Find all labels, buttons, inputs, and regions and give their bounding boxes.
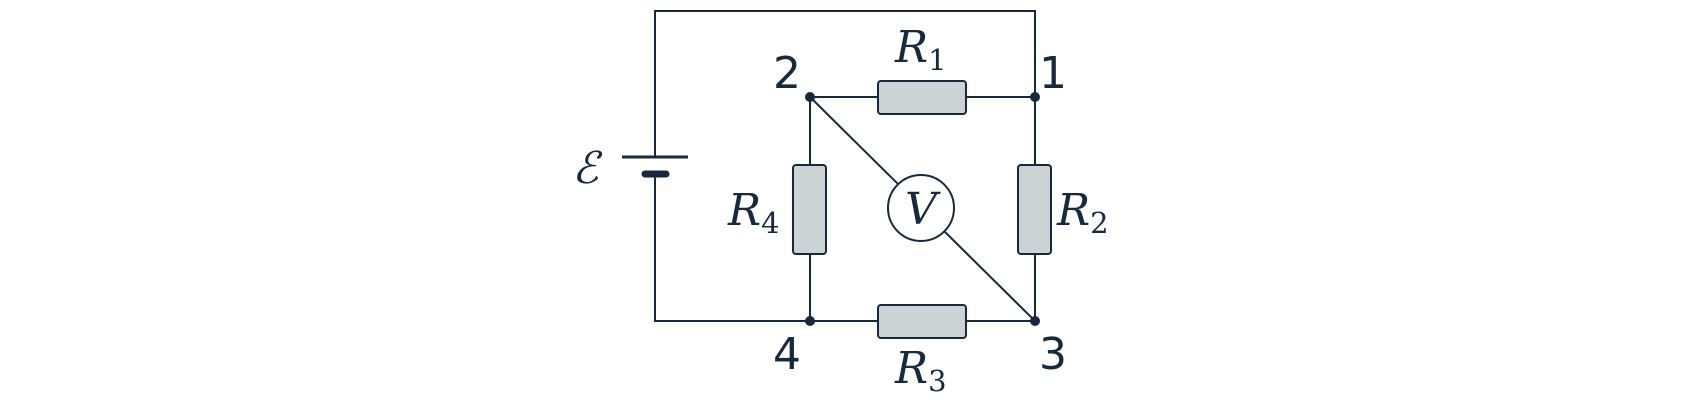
- resistor-r2: [1017, 164, 1052, 255]
- resistor-label-r2: R2: [1056, 185, 1109, 240]
- wire-bottom-loop: [654, 171, 811, 322]
- junction-node-2: [805, 92, 815, 102]
- resistor-index-r4: 4: [761, 206, 779, 240]
- voltmeter-symbol: V: [905, 184, 941, 235]
- junction-node-1: [1030, 92, 1040, 102]
- resistor-label-r1: R1: [894, 22, 947, 77]
- resistor-letter-r3: R: [894, 343, 928, 394]
- node-label-4: 4: [773, 329, 801, 380]
- junction-node-4: [805, 316, 815, 326]
- node-label-1: 1: [1039, 48, 1067, 99]
- resistor-letter-r4: R: [727, 185, 761, 236]
- resistor-r1: [877, 80, 967, 115]
- node-label-2: 2: [773, 48, 801, 99]
- wire-voltmeter-to-3: [942, 229, 1037, 323]
- resistor-letter-r2: R: [1056, 185, 1090, 236]
- bridge-wires: [808, 95, 1037, 323]
- wire-top-loop: [654, 10, 1036, 158]
- resistor-letter-r1: R: [894, 22, 928, 73]
- battery: ℰ: [572, 143, 688, 194]
- battery-loop-wires: [654, 10, 1036, 322]
- resistor-label-r4: R4: [727, 185, 780, 240]
- resistor-label-r3: R3: [894, 343, 947, 398]
- wire-2-to-voltmeter: [808, 95, 901, 187]
- junction-node-3: [1030, 316, 1040, 326]
- resistor-r3: [877, 304, 967, 339]
- resistor-index-r1: 1: [928, 43, 946, 77]
- resistor-index-r2: 2: [1090, 206, 1108, 240]
- resistor-index-r3: 3: [928, 364, 946, 398]
- emf-label: ℰ: [572, 143, 603, 194]
- voltmeter: V: [887, 174, 955, 242]
- node-label-3: 3: [1039, 329, 1067, 380]
- voltmeter-circle: [887, 174, 955, 242]
- resistor-r4: [792, 164, 827, 255]
